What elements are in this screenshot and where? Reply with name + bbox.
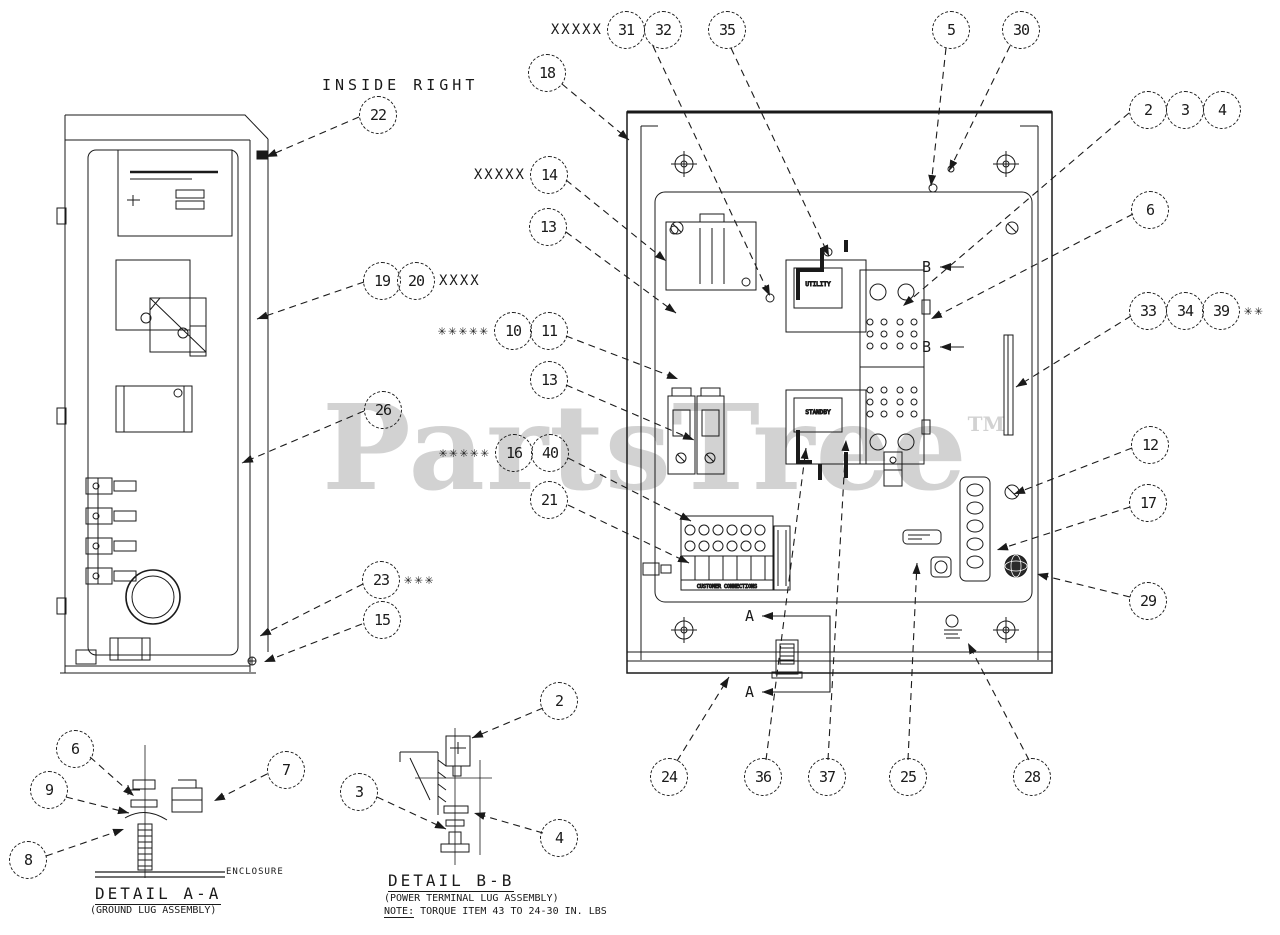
svg-text:UTILITY: UTILITY (805, 281, 831, 288)
leader-line (1013, 447, 1133, 495)
leader-line (827, 439, 850, 761)
leader-line (265, 116, 360, 158)
leader-line (928, 47, 947, 187)
leader-line (561, 83, 630, 141)
leader-line (567, 504, 690, 564)
leader-line (996, 506, 1131, 551)
section-letter-A: A (745, 683, 754, 701)
leader-line (259, 583, 364, 637)
section-letter-B: B (922, 258, 931, 276)
leader-line (652, 45, 771, 297)
note-prefix: NOTE: (384, 906, 415, 918)
leader-lines (45, 45, 1134, 857)
leader-line (471, 707, 544, 739)
leader-line (676, 676, 730, 762)
note-text: TORQUE ITEM 43 TO 24-30 IN. LBS (414, 906, 607, 917)
leader-line (45, 828, 125, 857)
leader-line (1036, 572, 1131, 598)
left-enclosure-drawing (56, 114, 269, 674)
leader-line (376, 796, 447, 830)
leader-line (565, 335, 679, 380)
detail-bb-subtitle: (POWER TERMINAL LUG ASSEMBLY) (384, 893, 559, 904)
detail-bb-title: DETAIL B-B (388, 871, 515, 892)
detail-aa-title: DETAIL A-A (95, 884, 222, 905)
detail-aa-drawing (95, 745, 225, 878)
leader-line (948, 45, 1011, 172)
leader-line (967, 642, 1030, 761)
section-letter-A: A (745, 607, 754, 625)
section-markers: B B A A (745, 258, 964, 701)
watermark-tm: TM (967, 412, 1005, 436)
svg-text:CUSTOMER CONNECTIONS: CUSTOMER CONNECTIONS (697, 584, 757, 590)
main-enclosure-drawing: UTILITY STANDBY (626, 110, 1053, 693)
leader-line (565, 231, 677, 314)
leader-line (565, 384, 695, 441)
leader-line (263, 623, 363, 663)
leader-line (565, 179, 667, 262)
detail-aa-subtitle: (GROUND LUG ASSEMBLY) (90, 905, 217, 916)
enclosure-label: ENCLOSURE (226, 867, 284, 877)
leader-line (765, 447, 809, 761)
detail-bb-drawing (399, 728, 492, 865)
leader-line (902, 112, 1130, 307)
inside-right-label: INSIDE RIGHT (322, 76, 479, 94)
leader-line (1015, 315, 1132, 388)
leader-line (930, 213, 1134, 320)
section-letter-B: B (922, 338, 931, 356)
leader-line (567, 457, 692, 522)
watermark: PartsTreeTM (322, 378, 1005, 517)
leader-line (65, 796, 130, 815)
watermark-text: PartsTree (322, 378, 968, 517)
leader-line (241, 410, 365, 464)
leader-line (473, 812, 544, 834)
leader-line (89, 756, 135, 797)
leader-line (213, 773, 268, 802)
svg-text:STANDBY: STANDBY (805, 409, 831, 416)
leader-line (730, 47, 830, 257)
leader-line (256, 281, 365, 320)
detail-bb-note: NOTE: TORQUE ITEM 43 TO 24-30 IN. LBS (384, 906, 607, 918)
leader-line (907, 562, 921, 761)
